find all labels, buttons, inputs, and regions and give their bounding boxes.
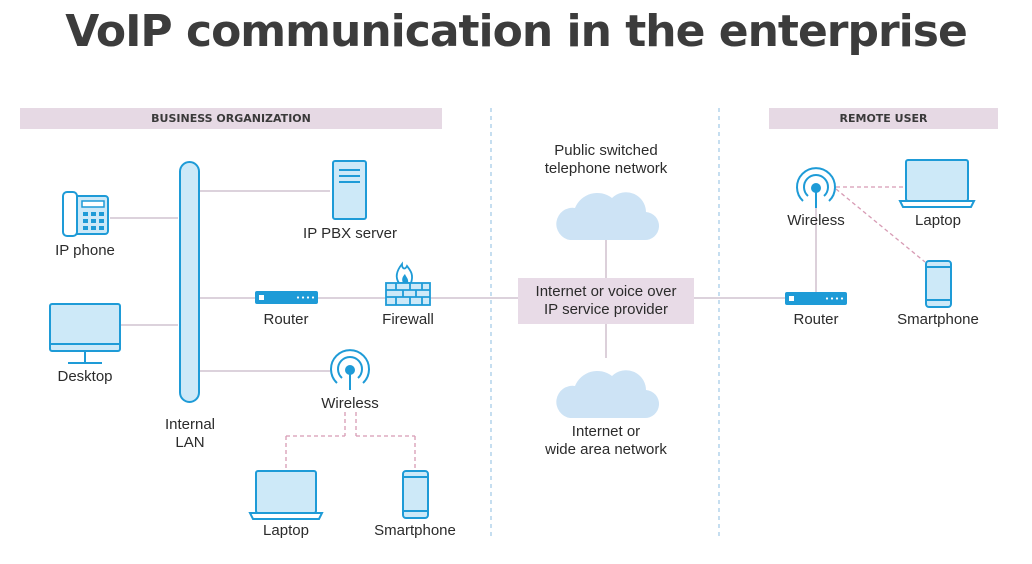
connectors	[110, 190, 817, 372]
internal-lan-label-line2: LAN	[175, 434, 205, 451]
firewall-icon	[385, 261, 431, 306]
wan-cloud-icon	[556, 370, 660, 419]
wireless-connectors	[285, 186, 926, 470]
provider-label-line1: Internet or voice over	[535, 283, 677, 300]
pstn-label: Public switched telephone network	[545, 142, 668, 178]
wan-label-line1: Internet or	[571, 423, 641, 440]
internal-lan-label-line1: Internal	[164, 416, 216, 433]
wireless-remote-icon	[796, 167, 836, 208]
smartphone-remote-label: Smartphone	[897, 311, 979, 328]
laptop-business-icon	[248, 470, 324, 520]
laptop-remote-label: Laptop	[915, 212, 961, 229]
internal-lan-bar	[179, 161, 200, 403]
pstn-cloud-icon	[556, 192, 660, 241]
ip-phone-label: IP phone	[55, 242, 115, 259]
router-remote-icon	[785, 292, 847, 305]
wireless-remote-label: Wireless	[787, 212, 845, 229]
wireless-business-label: Wireless	[321, 395, 379, 412]
pstn-label-line2: telephone network	[544, 160, 668, 177]
router-remote-label: Router	[793, 311, 839, 328]
smartphone-business-icon	[402, 470, 429, 519]
router-business-label: Router	[263, 311, 309, 328]
desktop-label: Desktop	[57, 368, 113, 385]
internal-lan-label: Internal LAN	[165, 416, 215, 452]
wan-label: Internet or wide area network	[545, 423, 667, 459]
pstn-label-line1: Public switched	[554, 142, 658, 159]
laptop-business-label: Laptop	[263, 522, 309, 539]
desktop-icon	[49, 303, 121, 364]
section-business-organization: BUSINESS ORGANIZATION	[20, 108, 442, 129]
provider-label-line2: IP service provider	[544, 301, 668, 318]
ip-phone-icon	[62, 191, 109, 237]
ip-pbx-server-label: IP PBX server	[303, 225, 397, 242]
smartphone-remote-icon	[925, 260, 952, 308]
page-title: VoIP communication in the enterprise	[65, 6, 968, 57]
ip-service-provider-box: Internet or voice over IP service provid…	[518, 278, 694, 324]
router-business-icon	[255, 291, 318, 304]
ip-pbx-server-icon	[332, 160, 367, 220]
section-remote-user: REMOTE USER	[769, 108, 998, 129]
wan-label-line2: wide area network	[545, 441, 667, 458]
wireless-business-icon	[330, 349, 370, 390]
smartphone-business-label: Smartphone	[374, 522, 456, 539]
laptop-remote-icon	[898, 159, 976, 208]
firewall-label: Firewall	[382, 311, 434, 328]
